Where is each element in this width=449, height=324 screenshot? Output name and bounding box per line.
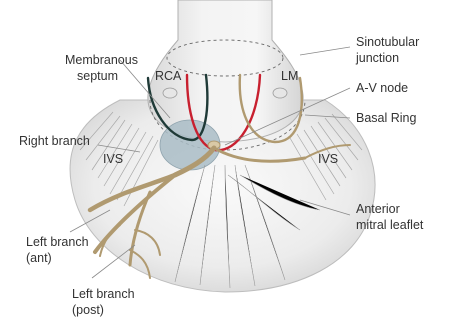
left-branch-ant-label-line1: Left branch	[26, 235, 89, 249]
rca-label: RCA	[155, 69, 182, 83]
anterior-mitral-leaflet-label-line1: Anterior	[356, 202, 400, 216]
rca-ostium	[163, 88, 177, 98]
right-branch-label: Right branch	[19, 134, 90, 148]
membranous-septum-label-line1: Membranous	[65, 53, 138, 67]
basal-ring-label: Basal Ring	[356, 111, 416, 125]
left-branch-post-label-line1: Left branch	[72, 287, 135, 301]
sinotubular-junction-label-line2: junction	[355, 51, 399, 65]
ivs-left-label: IVS	[103, 152, 123, 166]
left-branch-ant-label-line2: (ant)	[26, 251, 52, 265]
av-node-label: A-V node	[356, 81, 408, 95]
lm-ostium	[273, 88, 287, 98]
sinotubular-junction-label-line1: Sinotubular	[356, 35, 419, 49]
membranous-septum-label-line2: septum	[77, 69, 118, 83]
lm-label: LM	[281, 69, 298, 83]
left-branch-post-label-line2: (post)	[72, 303, 104, 317]
anterior-mitral-leaflet-label-line2: mitral leaflet	[356, 218, 424, 232]
ivs-right-label: IVS	[318, 152, 338, 166]
